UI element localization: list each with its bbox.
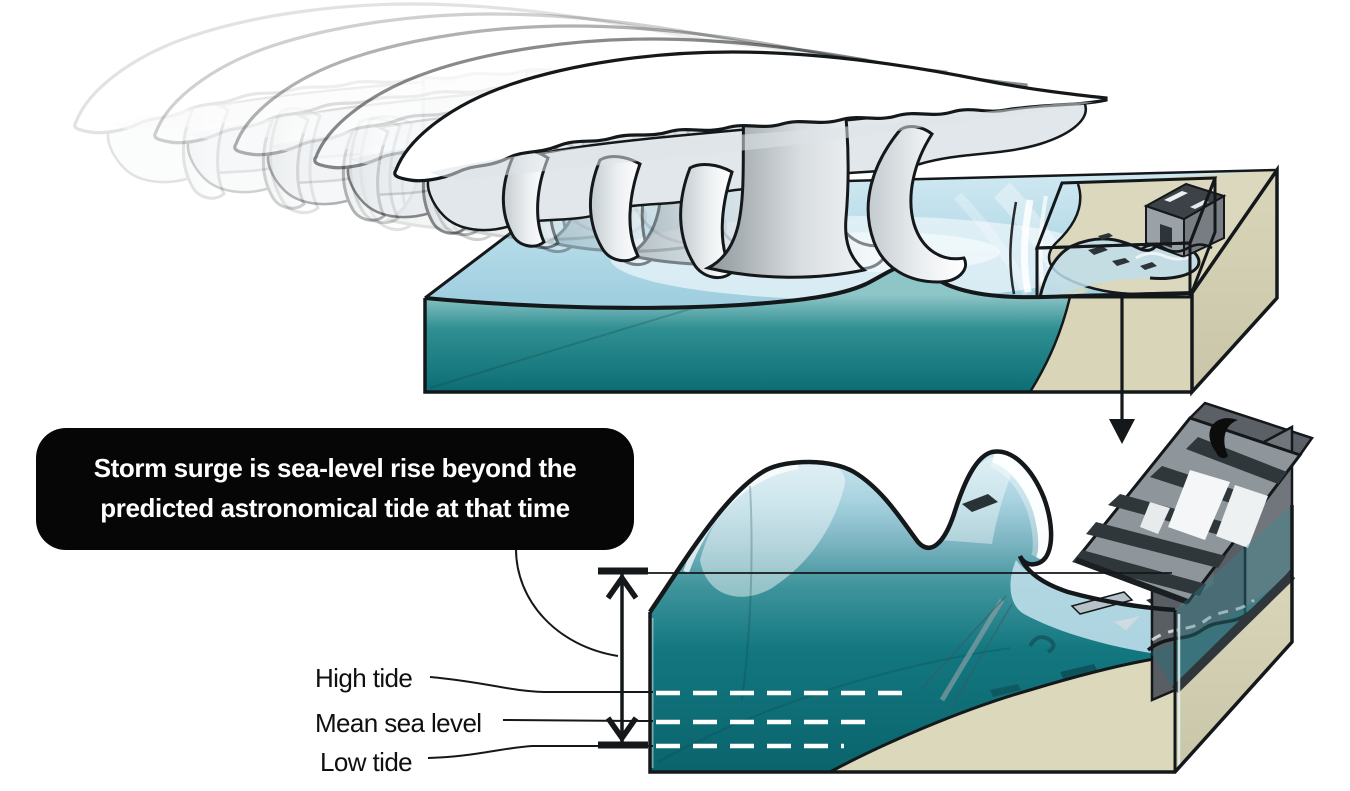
high-tide-leader [429,676,653,693]
leader-lines [427,548,654,759]
detail-surge-block [648,401,1314,774]
coastal-house [1135,182,1227,261]
mean-sea-level-label: Mean sea level [315,708,482,738]
breaking-wave-foam [991,449,1052,563]
low-tide-label: Low tide [320,747,413,777]
zoom-region-box [1034,176,1218,299]
sand-right-face [1192,170,1277,392]
zoom-pointer-arrow [1109,297,1135,444]
mean-sea-level-leader [502,719,654,722]
detail-sand-right-face [1175,575,1292,772]
down-arrow-icon [605,716,639,743]
down-arrow-icon [1109,419,1135,444]
callout-line-2: predicted astronomical tide at that time [100,493,570,523]
high-tide-label: High tide [315,663,413,693]
low-tide-leader [427,745,653,759]
up-arrow-icon [605,573,639,600]
debris [1088,233,1157,270]
surge-extent-arrow [598,567,648,749]
sand-front-wedge [1030,293,1192,392]
floating-debris [919,494,1178,707]
callout-leader [515,548,619,657]
wave-foam [1020,199,1034,293]
storm-surge-callout: Storm surge is sea-level rise beyond the… [36,428,634,550]
tide-dashed-lines [656,690,906,749]
torn-roof-curl [1209,418,1238,459]
callout-line-1: Storm surge is sea-level rise beyond the [93,453,577,483]
detail-sand-front [830,656,1175,772]
shoreline [1047,183,1133,296]
